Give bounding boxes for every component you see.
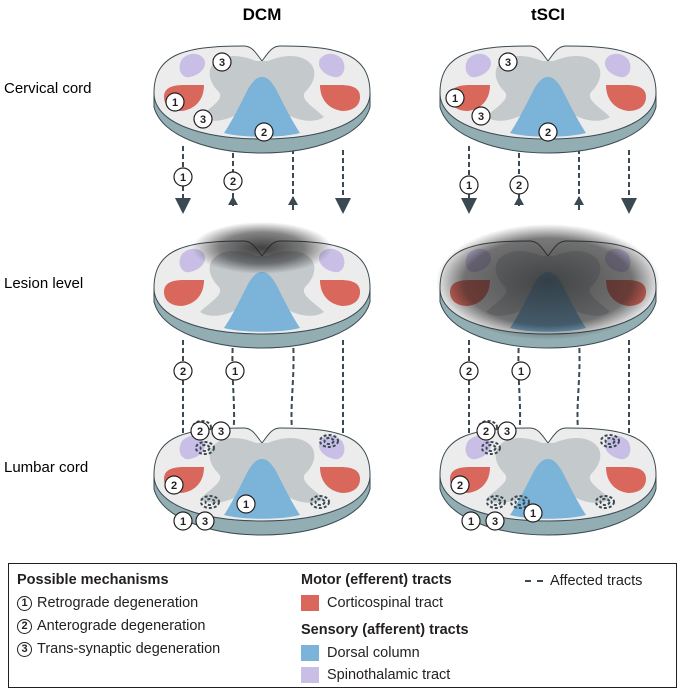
legend-spinothalamic: Spinothalamic tract <box>301 667 450 683</box>
tsci-arrow-up-right <box>574 196 584 205</box>
legend-mechanism-3: 3 Trans-synaptic degeneration <box>17 641 220 657</box>
svg-text:3: 3 <box>492 516 498 528</box>
mechanism-2-label: Anterograde degeneration <box>37 618 206 634</box>
legend-affected-tracts: Affected tracts <box>525 573 642 589</box>
svg-text:1: 1 <box>452 93 458 105</box>
legend-mechanism-2: 2 Anterograde degeneration <box>17 618 206 634</box>
svg-text:2: 2 <box>466 366 472 378</box>
svg-text:3: 3 <box>202 516 208 528</box>
spinothalamic-swatch <box>301 667 319 683</box>
corticospinal-label: Corticospinal tract <box>327 595 444 611</box>
mechanism-3-marker: 3 <box>17 641 32 657</box>
svg-text:1: 1 <box>180 172 186 184</box>
svg-text:3: 3 <box>504 426 510 438</box>
dorsal-column-label: Dorsal column <box>327 645 420 661</box>
legend-sensory-title: Sensory (afferent) tracts <box>301 622 469 638</box>
svg-text:2: 2 <box>516 180 522 192</box>
svg-text:3: 3 <box>218 426 224 438</box>
svg-text:2: 2 <box>197 426 203 438</box>
svg-text:2: 2 <box>180 366 186 378</box>
mechanism-2-marker: 2 <box>17 618 32 634</box>
mechanism-3-label: Trans-synaptic degeneration <box>37 641 221 657</box>
svg-text:3: 3 <box>505 57 511 69</box>
legend-mechanisms-title: Possible mechanisms <box>17 572 169 588</box>
affected-dash-icon <box>525 580 543 582</box>
legend-mechanism-1: 1 Retrograde degeneration <box>17 595 198 611</box>
column-title-tsci: tSCI <box>531 5 565 24</box>
svg-text:2: 2 <box>171 480 177 492</box>
tsci-lesion-shadow <box>436 224 660 340</box>
legend-motor-title: Motor (efferent) tracts <box>301 572 452 588</box>
svg-text:2: 2 <box>545 127 551 139</box>
corticospinal-swatch <box>301 595 319 611</box>
svg-text:1: 1 <box>530 508 536 520</box>
mechanism-markers <box>164 52 558 531</box>
svg-text:1: 1 <box>232 366 238 378</box>
dcm-arrow-up-right <box>288 196 298 205</box>
legend: Possible mechanisms 1 Retrograde degener… <box>8 563 677 688</box>
row-label-lumbar: Lumbar cord <box>4 459 88 476</box>
affected-label: Affected tracts <box>550 573 643 589</box>
mechanism-marker-labels: 3 1 3 2 3 1 3 2 1 2 2 1 1 2 2 1 2 3 2 1 … <box>171 57 551 528</box>
spinal-cord-diagram: DCM tSCI Cervical cord Lesion level Lumb… <box>4 5 660 536</box>
svg-text:1: 1 <box>172 97 178 109</box>
row-label-lesion: Lesion level <box>4 275 83 292</box>
svg-text:1: 1 <box>466 180 472 192</box>
dcm-lesion-shadow <box>192 222 332 274</box>
legend-dorsal-column: Dorsal column <box>301 645 420 661</box>
svg-text:3: 3 <box>478 111 484 123</box>
row-label-cervical: Cervical cord <box>4 80 92 97</box>
column-title-dcm: DCM <box>243 5 282 24</box>
mechanism-1-marker: 1 <box>17 595 32 611</box>
svg-text:2: 2 <box>483 426 489 438</box>
svg-text:2: 2 <box>261 127 267 139</box>
svg-text:2: 2 <box>230 176 236 188</box>
mechanism-1-label: Retrograde degeneration <box>37 595 199 611</box>
spinothalamic-label: Spinothalamic tract <box>327 667 451 683</box>
tsci-arrow-up-left <box>514 196 524 205</box>
legend-corticospinal: Corticospinal tract <box>301 595 443 611</box>
svg-text:1: 1 <box>468 516 474 528</box>
svg-text:2: 2 <box>457 480 463 492</box>
dcm-arrow-up-left <box>228 196 238 205</box>
svg-text:3: 3 <box>219 57 225 69</box>
svg-text:1: 1 <box>518 366 524 378</box>
dorsal-column-swatch <box>301 645 319 661</box>
svg-text:1: 1 <box>243 499 249 511</box>
svg-text:1: 1 <box>180 516 186 528</box>
svg-text:3: 3 <box>200 114 206 126</box>
